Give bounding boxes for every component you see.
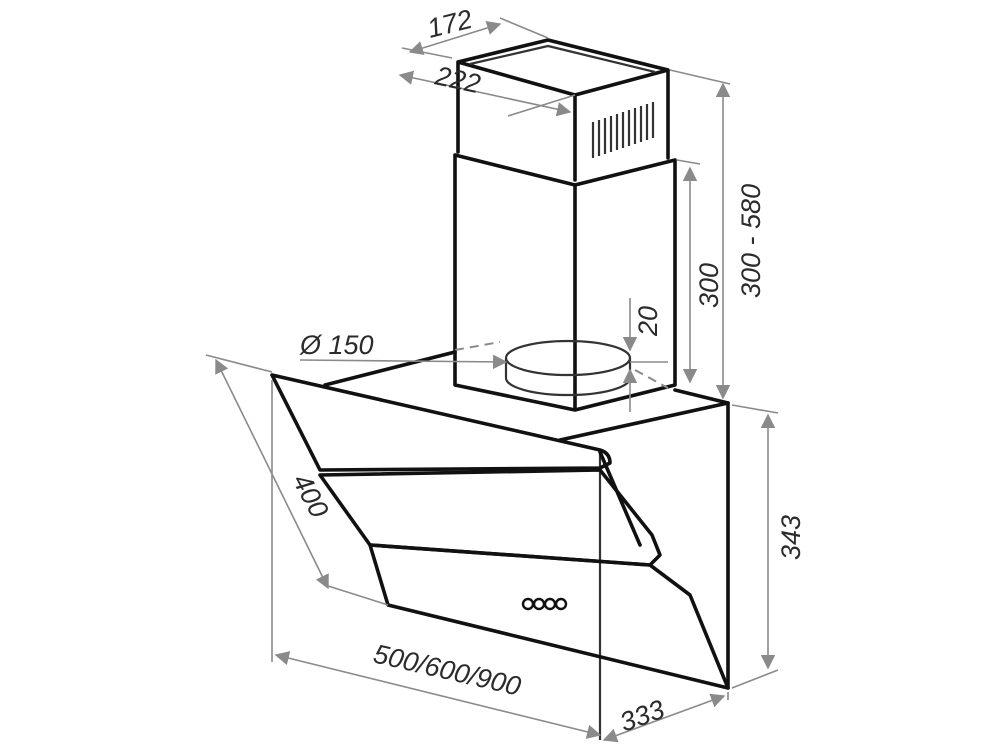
dim-400-label: 400	[287, 469, 335, 523]
control-buttons-icon	[521, 597, 568, 611]
dim-diameter-150-label: Ø 150	[299, 330, 374, 360]
dim-300-580-label: 300 - 580	[736, 184, 766, 298]
glass-panel-top	[270, 373, 642, 547]
dim-300-label: 300	[694, 263, 724, 308]
dim-20-label: 20	[633, 306, 663, 337]
dim-333-label: 333	[616, 694, 669, 738]
dim-343-label: 343	[776, 515, 806, 560]
chimney-lower-box	[453, 153, 677, 412]
glass-panel-bottom	[368, 543, 730, 690]
duct-ring	[454, 339, 669, 397]
hood-body	[323, 350, 730, 740]
dim-172-label: 172	[424, 4, 475, 44]
dim-500-600-900-label: 500/600/900	[371, 639, 524, 702]
dimension-lines	[205, 17, 779, 743]
vent-grille-icon	[591, 102, 655, 158]
